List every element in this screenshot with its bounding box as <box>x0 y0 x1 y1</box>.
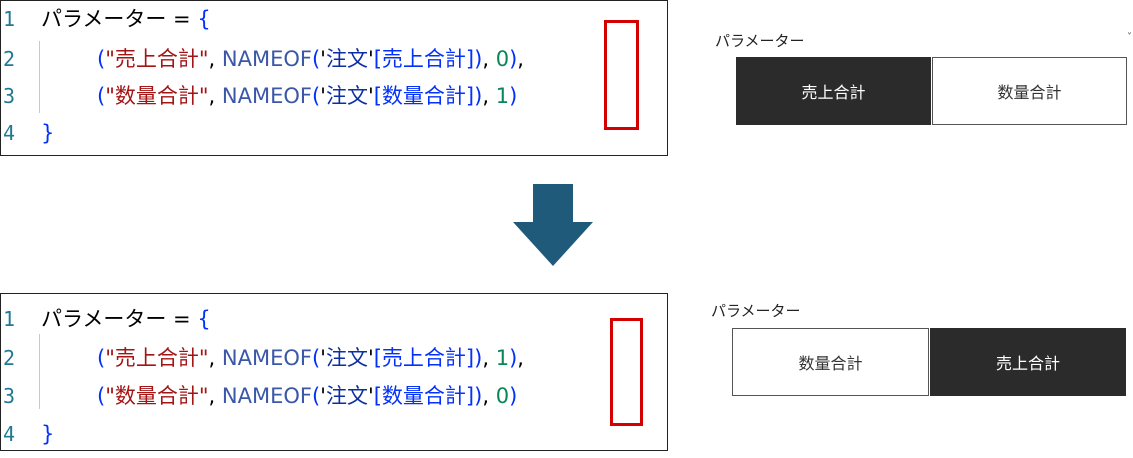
down-arrow-icon <box>513 184 593 266</box>
code-token: NAMEOF <box>221 346 312 370</box>
code-token: , <box>208 84 222 108</box>
code-token: [売上合計] <box>373 47 475 71</box>
line-number: 1 <box>3 7 16 31</box>
code-token: ) <box>509 346 518 370</box>
code-token: "売上合計" <box>105 346 209 370</box>
code-token: ' <box>320 346 326 370</box>
code-token: , <box>482 346 496 370</box>
code-text: ("売上合計", NAMEOF('注文'[売上合計]), 1), <box>97 341 524 375</box>
code-token: 0 <box>495 47 510 71</box>
code-token: ( <box>311 84 321 108</box>
code-token: , <box>517 47 524 71</box>
code-token: 1 <box>495 346 510 370</box>
slicer-button-before-1[interactable]: 売上合計 <box>736 57 931 125</box>
code-token: ' <box>367 47 374 71</box>
code-token: NAMEOF <box>221 384 312 408</box>
code-text: } <box>41 116 54 150</box>
code-token: , <box>482 47 496 71</box>
indent-guide <box>39 41 40 113</box>
code-token: [売上合計] <box>373 346 475 370</box>
code-token: ' <box>320 84 326 108</box>
code-token: "売上合計" <box>105 47 209 71</box>
code-text: パラメーター = { <box>41 302 211 336</box>
slicer-title-before: パラメーター <box>715 33 805 50</box>
code-token: 注文 <box>325 346 368 370</box>
line-number: 3 <box>3 384 16 408</box>
code-text: ("売上合計", NAMEOF('注文'[売上合計]), 0), <box>97 42 524 76</box>
slicer-title-after: パラメーター <box>711 303 801 320</box>
line-number: 2 <box>3 346 16 370</box>
code-token: [数量合計] <box>373 84 475 108</box>
code-token: パラメーター <box>41 307 167 331</box>
code-token: ' <box>367 84 374 108</box>
line-number: 2 <box>3 47 16 71</box>
code-token: } <box>41 422 55 446</box>
code-token: { <box>197 7 211 31</box>
code-token: } <box>41 121 55 145</box>
line-number: 4 <box>3 121 16 145</box>
code-token: ' <box>320 384 326 408</box>
code-token: ) <box>474 346 483 370</box>
slicer-button-after-1[interactable]: 数量合計 <box>732 328 929 396</box>
code-token: = <box>166 7 198 31</box>
code-token: = <box>166 307 198 331</box>
code-token: ' <box>367 346 374 370</box>
code-token: ' <box>367 384 374 408</box>
code-token: , <box>208 346 222 370</box>
code-token: [数量合計] <box>373 384 475 408</box>
code-text: } <box>41 417 54 451</box>
code-token: , <box>208 384 222 408</box>
code-token: { <box>197 307 211 331</box>
code-token: 注文 <box>325 84 368 108</box>
code-token: ' <box>320 47 326 71</box>
line-number: 3 <box>3 84 16 108</box>
code-token: NAMEOF <box>221 47 312 71</box>
code-text: ("数量合計", NAMEOF('注文'[数量合計]), 0) <box>97 379 517 413</box>
code-token: ( <box>97 47 106 71</box>
code-token: ( <box>97 84 106 108</box>
code-token: ( <box>97 384 106 408</box>
code-token: NAMEOF <box>221 84 312 108</box>
slicer-button-before-2[interactable]: 数量合計 <box>932 57 1127 125</box>
code-token: ) <box>474 384 483 408</box>
slicer-corner-mark: ˅ <box>1127 32 1132 43</box>
code-token: 0 <box>495 384 510 408</box>
line-number: 1 <box>3 307 16 331</box>
code-token: ) <box>474 84 483 108</box>
code-token: , <box>517 346 524 370</box>
line-number: 4 <box>3 422 16 446</box>
code-token: パラメーター <box>41 7 167 31</box>
code-token: 1 <box>495 84 510 108</box>
code-text: ("数量合計", NAMEOF('注文'[数量合計]), 1) <box>97 79 517 113</box>
code-token: ) <box>474 47 483 71</box>
slicer-button-after-2[interactable]: 売上合計 <box>930 328 1126 396</box>
code-token: ) <box>509 47 518 71</box>
code-token: ) <box>509 384 518 408</box>
code-token: 注文 <box>325 47 368 71</box>
code-token: , <box>482 84 496 108</box>
code-token: ) <box>509 84 518 108</box>
code-token: ( <box>97 346 106 370</box>
code-token: , <box>482 384 496 408</box>
code-text: パラメーター = { <box>41 2 211 36</box>
indent-guide <box>39 334 40 409</box>
code-token: ( <box>311 346 321 370</box>
code-token: , <box>208 47 222 71</box>
highlight-box-before <box>604 20 639 130</box>
code-token: "数量合計" <box>105 84 209 108</box>
code-token: 注文 <box>325 384 368 408</box>
code-token: "数量合計" <box>105 384 209 408</box>
highlight-box-after <box>610 318 643 426</box>
code-token: ( <box>311 384 321 408</box>
code-token: ( <box>311 47 321 71</box>
